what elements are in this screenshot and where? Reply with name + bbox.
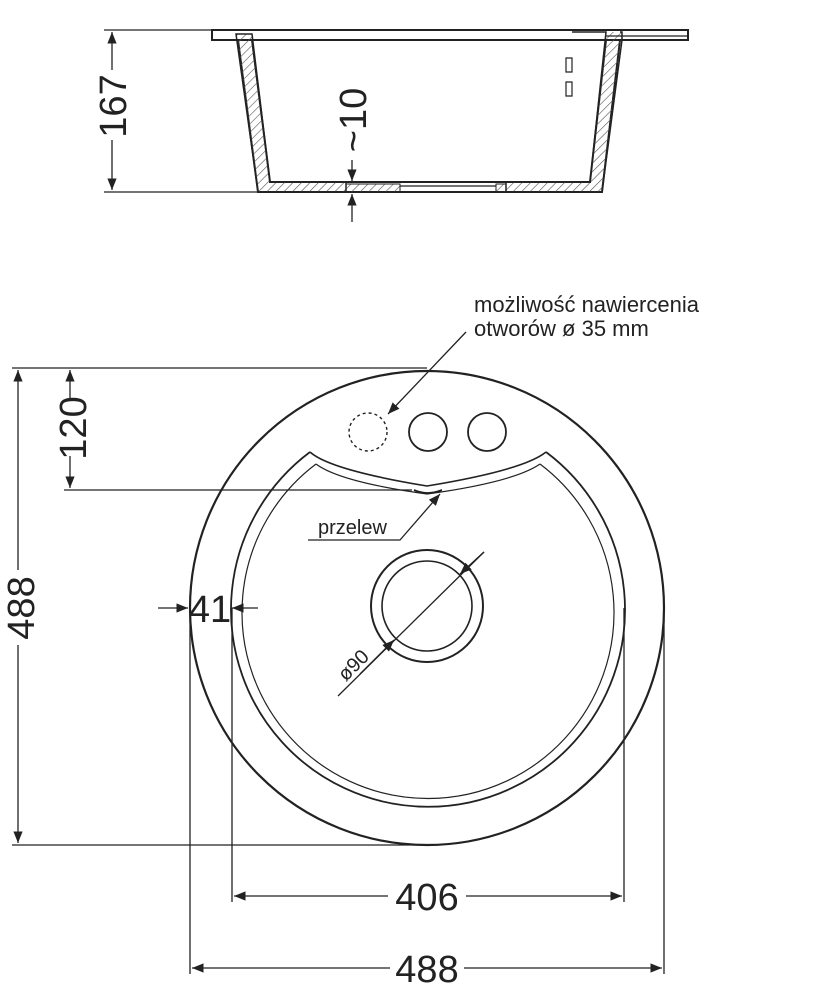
bowl-inner-edge xyxy=(241,463,615,800)
overflow-leader xyxy=(308,493,441,541)
overflow-label: przelew xyxy=(318,517,387,539)
side-view xyxy=(211,29,689,193)
side-overflow-slot xyxy=(565,81,573,97)
dim-arrow-drain-a xyxy=(359,639,395,675)
ledge-curve xyxy=(309,451,547,487)
dim-arrow-drain-b xyxy=(459,551,485,575)
drain-inner xyxy=(381,560,473,652)
side-bottom-section-right xyxy=(495,183,507,193)
drill-note-leader xyxy=(387,331,467,415)
outer-diameter-label: 488 xyxy=(395,949,458,991)
side-bowl-outer xyxy=(237,39,621,193)
side-bottom-section xyxy=(345,183,401,193)
side-rim-top xyxy=(211,29,689,41)
bowl-outer-edge xyxy=(230,451,626,808)
tap-hole-optional xyxy=(348,412,388,452)
side-right-wall-section xyxy=(505,31,623,193)
overflow-slot xyxy=(413,489,443,494)
side-height-label: 167 xyxy=(93,74,135,137)
total-height-label: 488 xyxy=(1,576,43,639)
ledge-curve-inner xyxy=(315,463,541,495)
side-left-wall-section xyxy=(235,33,347,193)
tap-hole-right xyxy=(467,412,507,452)
side-bowl-inner xyxy=(251,39,607,183)
ledge-depth-label: 120 xyxy=(53,396,95,459)
drain-diameter-label: ø90 xyxy=(334,646,374,686)
side-dimensions xyxy=(104,29,357,222)
drain-outer xyxy=(370,549,484,663)
tap-hole-center xyxy=(408,412,448,452)
top-dimensions xyxy=(12,331,665,974)
bowl-diameter-label: 406 xyxy=(395,877,458,919)
drill-note-line1: możliwość nawiercenia xyxy=(474,292,700,317)
drill-note-line2: otworów ø 35 mm xyxy=(474,316,649,341)
side-overflow-notch xyxy=(565,57,573,73)
side-thickness-label: ~10 xyxy=(333,88,375,152)
rim-width-label: 41 xyxy=(189,589,231,631)
